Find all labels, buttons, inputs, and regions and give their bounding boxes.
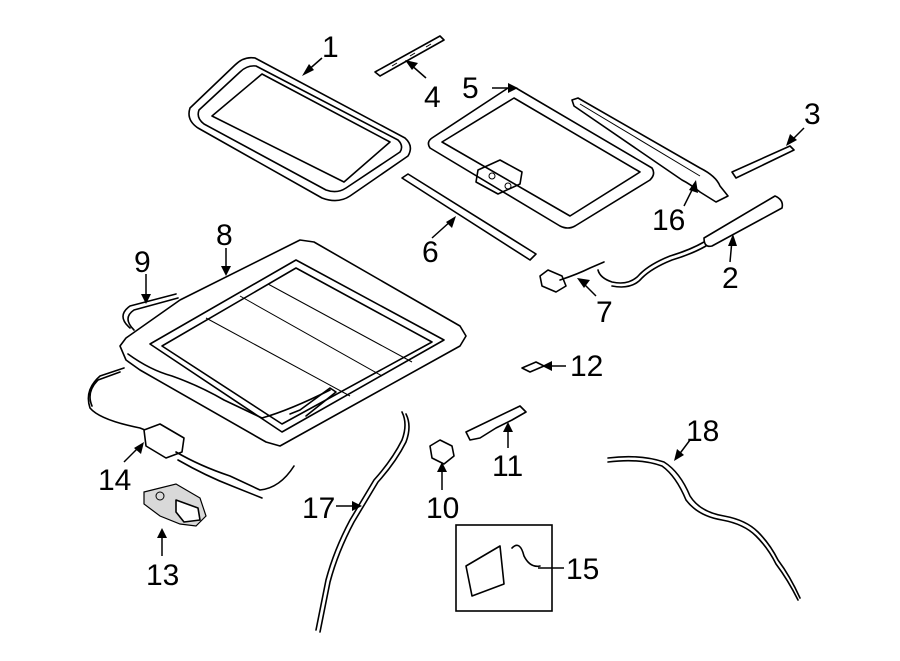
part-4-deflector-strip[interactable] xyxy=(374,35,445,77)
callout-6: 6 xyxy=(422,236,439,269)
callout-labels: 1 2 3 4 5 6 7 8 9 10 11 12 13 14 15 16 1… xyxy=(98,31,821,592)
part-1-glass-panel[interactable] xyxy=(188,56,412,202)
part-16-side-rail[interactable] xyxy=(571,97,729,203)
callout-14: 14 xyxy=(98,464,131,497)
part-2-drain-cable-rail[interactable] xyxy=(597,195,784,288)
part-8-sunroof-frame[interactable] xyxy=(119,239,467,447)
part-18-rear-drain-hose[interactable] xyxy=(607,455,801,601)
callout-3: 3 xyxy=(804,98,821,131)
callout-17: 17 xyxy=(302,492,335,525)
part-3-bracket-strip[interactable] xyxy=(731,145,795,179)
callout-1: 1 xyxy=(322,31,339,64)
part-17-drain-hose[interactable] xyxy=(315,411,410,633)
callout-4: 4 xyxy=(424,81,441,114)
part-6-seal-strip[interactable] xyxy=(401,173,537,261)
callout-18: 18 xyxy=(686,415,719,448)
part-15-inset-kit[interactable] xyxy=(455,524,553,612)
leader-lines xyxy=(123,57,805,569)
callout-10: 10 xyxy=(426,492,459,525)
callout-2: 2 xyxy=(722,262,739,295)
part-13-motor[interactable] xyxy=(143,483,207,527)
callout-11: 11 xyxy=(492,450,523,483)
callout-7: 7 xyxy=(596,296,613,329)
callout-15: 15 xyxy=(566,553,599,586)
part-10-clip[interactable] xyxy=(429,439,455,465)
callout-12: 12 xyxy=(570,350,603,383)
callout-16: 16 xyxy=(652,204,685,237)
callout-13: 13 xyxy=(146,559,179,592)
part-14-drive-cables[interactable] xyxy=(87,367,295,499)
callout-5: 5 xyxy=(462,72,479,105)
part-12-small-clip[interactable] xyxy=(521,361,545,373)
callout-8: 8 xyxy=(216,219,233,252)
part-5-sunshade-panel[interactable] xyxy=(427,86,655,229)
callout-9: 9 xyxy=(134,246,151,279)
part-7-connector[interactable] xyxy=(539,261,605,293)
part-9-seal[interactable] xyxy=(122,293,179,331)
part-11-bracket[interactable] xyxy=(465,405,527,441)
